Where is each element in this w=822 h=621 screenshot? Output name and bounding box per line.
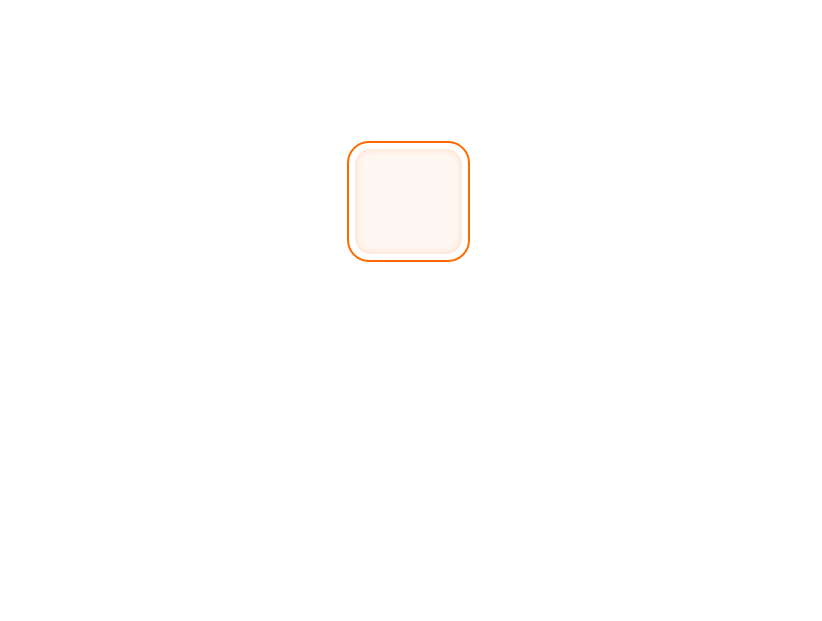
blank-tile-icon bbox=[355, 149, 462, 254]
focused-tile-button[interactable] bbox=[347, 141, 470, 262]
